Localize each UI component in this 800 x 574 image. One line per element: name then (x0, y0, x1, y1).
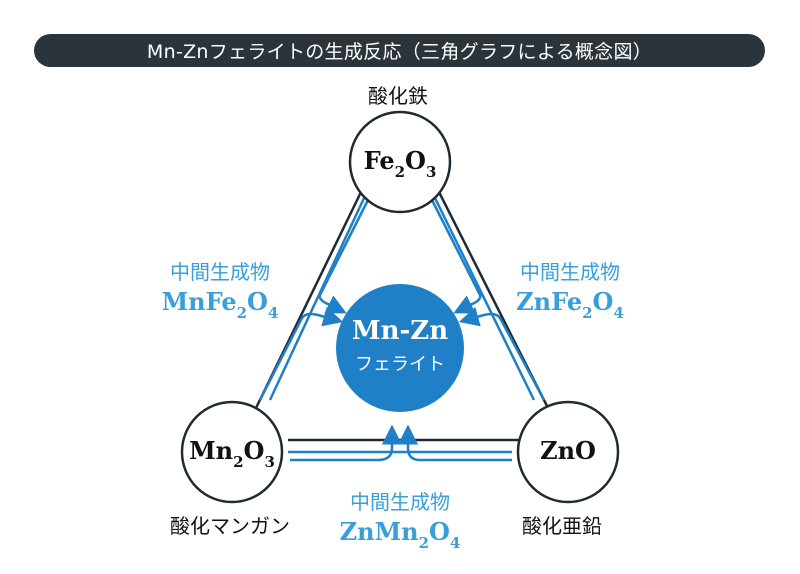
flow-top-to-center-left (318, 199, 370, 314)
page-title: Mn-Znフェライトの生成反応（三角グラフによる概念図） (146, 41, 653, 63)
label-iron-oxide: 酸化鉄 (368, 84, 428, 108)
intermediate-right: 中間生成物 ZnFe2O4 (516, 260, 624, 322)
flow-right-up-arrow (458, 307, 546, 401)
label-zinc-oxide: 酸化亜鉛 (522, 514, 602, 538)
node-left-circle (180, 400, 284, 504)
formula-mn2o3: Mn2O3 (189, 436, 275, 471)
intermediate-bottom: 中間生成物 ZnMn2O4 (339, 490, 461, 552)
label-manganese-oxide: 酸化マンガン (170, 514, 290, 538)
center-line2: フェライト (355, 354, 445, 375)
flow-bottom-left-arrow (290, 424, 402, 462)
flow-bottom-right-arrow (398, 424, 512, 462)
flow-top-to-center-right (430, 199, 482, 314)
formula-zno: ZnO (540, 436, 596, 465)
intermediate-left: 中間生成物 MnFe2O4 (161, 260, 279, 322)
node-top-circle (348, 110, 452, 214)
flow-right-to-center (432, 195, 536, 401)
node-right-circle (516, 400, 620, 504)
title-bar: Mn-Znフェライトの生成反応（三角グラフによる概念図） (34, 34, 765, 67)
flow-left-to-center (268, 195, 367, 401)
center-label: Mn-Zn フェライト (336, 316, 464, 376)
center-circle (336, 284, 464, 412)
flow-left-up-arrow (258, 307, 344, 401)
center-line1: Mn-Zn (351, 316, 449, 346)
formula-fe2o3: Fe2O3 (363, 146, 437, 181)
